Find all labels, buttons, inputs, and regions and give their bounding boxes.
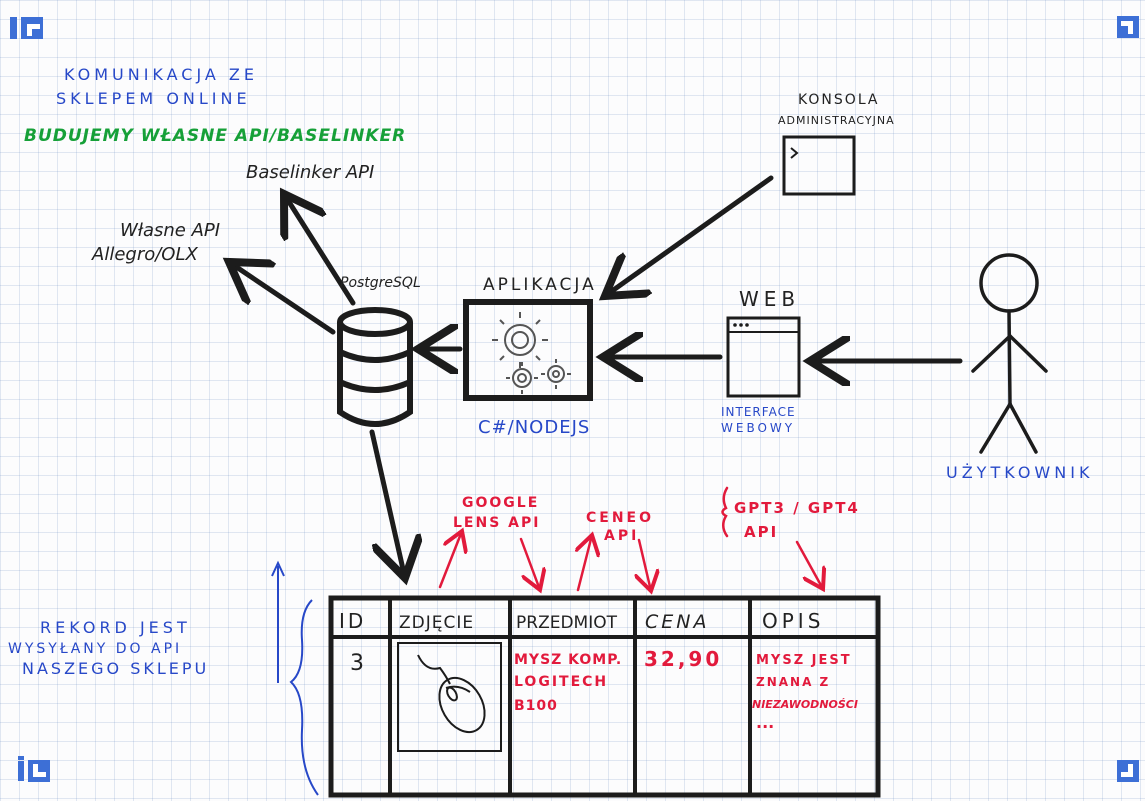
database-icon [337, 307, 413, 427]
flow-arrows [229, 175, 963, 578]
brand-logo-top-left [10, 17, 43, 39]
google-lens-line-1: GOOGLE [462, 495, 539, 511]
budujemy-heading: BUDUJEMY WŁASNE API/BASELINKER [24, 126, 406, 146]
brand-corner-bottom-right [1117, 760, 1139, 782]
ceneo-line-2: API [604, 528, 639, 544]
header-id: ID [339, 609, 366, 633]
ceneo-line-1: CENEO [586, 510, 654, 526]
cell-opis-line-4: ... [756, 713, 774, 732]
application-box [463, 299, 593, 401]
komunikacja-line-1: KOMUNIKACJA ZE [64, 65, 258, 84]
postgresql-label: PostgreSQL [340, 275, 421, 291]
api-arrows [438, 486, 823, 591]
wlasne-api-line-1: Własne API [120, 220, 220, 241]
browser-window-icon [726, 316, 801, 398]
header-cena: CENA [645, 611, 709, 633]
cell-opis-line-1: MYSZ JEST [756, 653, 852, 668]
wlasne-api-line-2: Allegro/OLX [91, 244, 198, 265]
komunikacja-line-2: SKLEPEM ONLINE [56, 89, 251, 108]
gear-icon [492, 312, 571, 394]
web-label: WEB [739, 287, 800, 311]
header-opis: OPIS [762, 609, 824, 633]
user-label: UŻYTKOWNIK [946, 463, 1093, 482]
cell-opis-line-2: ZNANA Z [756, 675, 830, 689]
table-text: ID ZDJĘCIE PRZEDMIOT CENA OPIS 3 MYSZ KO… [339, 609, 858, 732]
cell-przedmiot-line-3: B100 [514, 698, 558, 714]
rekord-line-3: NASZEGO SKLEPU [22, 659, 209, 678]
baselinker-api-label: Baselinker API [246, 162, 374, 183]
terminal-icon [782, 135, 856, 196]
google-lens-line-2: LENS API [453, 515, 540, 531]
stick-figure-icon [971, 253, 1048, 454]
konsola-line-2: ADMINISTRACYJNA [778, 114, 895, 127]
header-zdjecie: ZDJĘCIE [399, 613, 474, 633]
rekord-line-2: WYSYŁANY DO API [8, 641, 182, 657]
mouse-icon [417, 654, 486, 734]
cell-id: 3 [350, 651, 364, 676]
brand-logo-bottom-left [18, 756, 50, 782]
record-brace [271, 560, 319, 796]
konsola-line-1: KONSOLA [798, 92, 880, 108]
header-przedmiot: PRZEDMIOT [516, 613, 618, 633]
gpt-line-1: GPT3 / GPT4 [734, 499, 860, 517]
interface-line-1: INTERFACE [721, 405, 796, 419]
tech-label: C#/NODEJS [478, 417, 590, 438]
brand-corner-top-right [1117, 16, 1139, 38]
interface-line-2: WEBOWY [721, 421, 795, 435]
aplikacja-label: APLIKACJA [483, 275, 597, 295]
record-table [328, 595, 881, 798]
cell-przedmiot-line-2: LOGITECH [514, 674, 608, 690]
gpt-line-2: API [744, 523, 778, 541]
cell-przedmiot-line-1: MYSZ KOMP. [514, 652, 622, 668]
cell-opis-line-3: NIEZAWODNOŚCI [752, 698, 858, 711]
diagram-labels: KOMUNIKACJA ZE SKLEPEM ONLINE BUDUJEMY W… [8, 65, 1093, 678]
rekord-line-1: REKORD JEST [40, 618, 191, 637]
cell-cena: 32,90 [644, 647, 722, 671]
